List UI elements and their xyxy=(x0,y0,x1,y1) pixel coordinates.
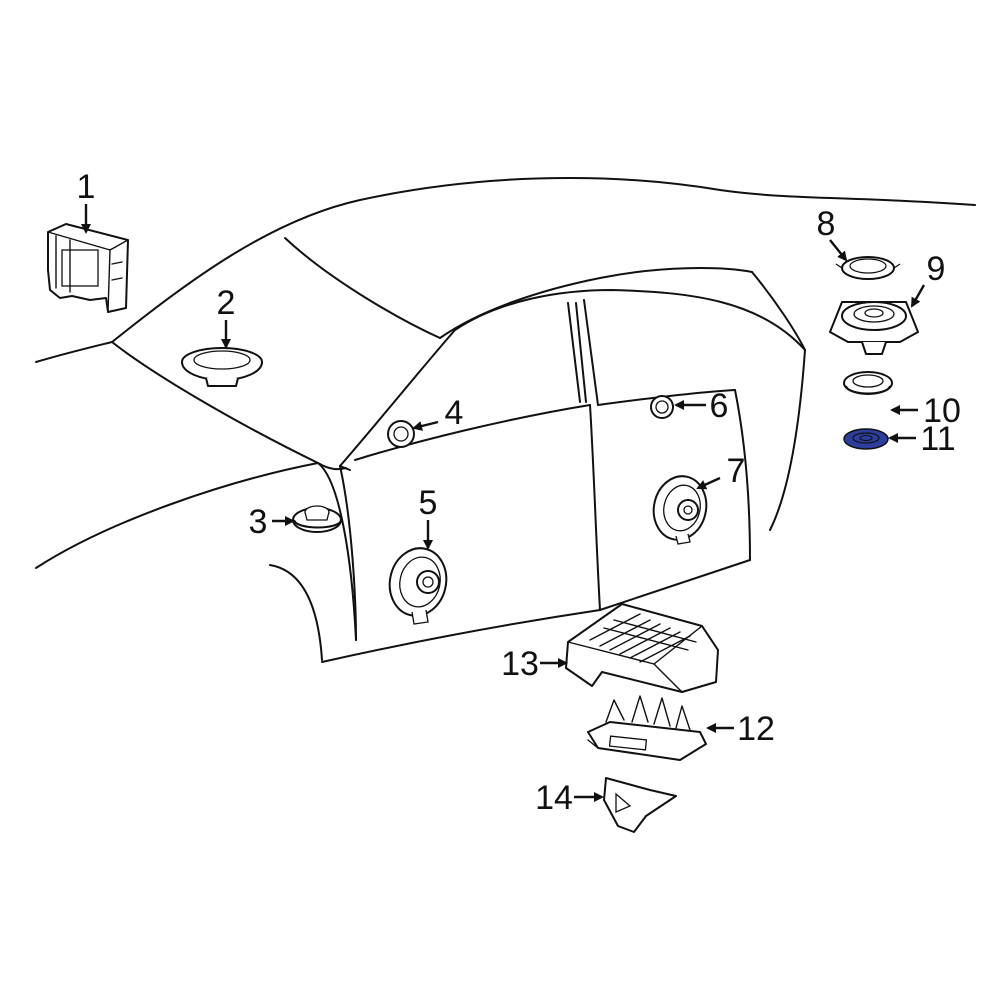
part-3-tweeter xyxy=(292,505,342,533)
callout-13: 13 xyxy=(501,645,539,683)
callout-8: 8 xyxy=(817,205,836,243)
callout-7: 7 xyxy=(727,452,746,490)
callout-9: 9 xyxy=(927,250,946,288)
part-6-tweeter xyxy=(650,395,674,419)
part-7-speaker xyxy=(652,475,708,545)
part-4-tweeter xyxy=(387,420,415,448)
part-14-bracket xyxy=(603,777,677,833)
part-9-subwoofer xyxy=(829,301,919,355)
part-5-speaker xyxy=(388,547,448,625)
car-body-outline xyxy=(35,176,976,663)
part-1-control-module xyxy=(47,223,129,313)
callout-14: 14 xyxy=(535,779,573,817)
part-8-speaker xyxy=(835,256,901,280)
callout-4: 4 xyxy=(445,394,464,432)
callout-leaders xyxy=(81,204,926,802)
callout-12: 12 xyxy=(737,710,775,748)
callout-1: 1 xyxy=(77,168,96,206)
part-12-amplifier xyxy=(587,695,707,761)
part-10-speaker xyxy=(843,371,893,395)
part-11-disc-highlighted xyxy=(843,428,889,450)
part-13-amplifier-cover xyxy=(565,603,719,693)
callout-3: 3 xyxy=(249,503,268,541)
callout-5: 5 xyxy=(419,484,438,522)
part-2-speaker xyxy=(181,347,263,387)
callout-6: 6 xyxy=(710,387,729,425)
callout-labels: 1 2 3 4 5 6 7 8 9 10 11 12 13 14 xyxy=(77,168,961,817)
callout-2: 2 xyxy=(217,284,236,322)
callout-10: 10 xyxy=(923,392,961,430)
callout-11: 11 xyxy=(920,420,955,458)
